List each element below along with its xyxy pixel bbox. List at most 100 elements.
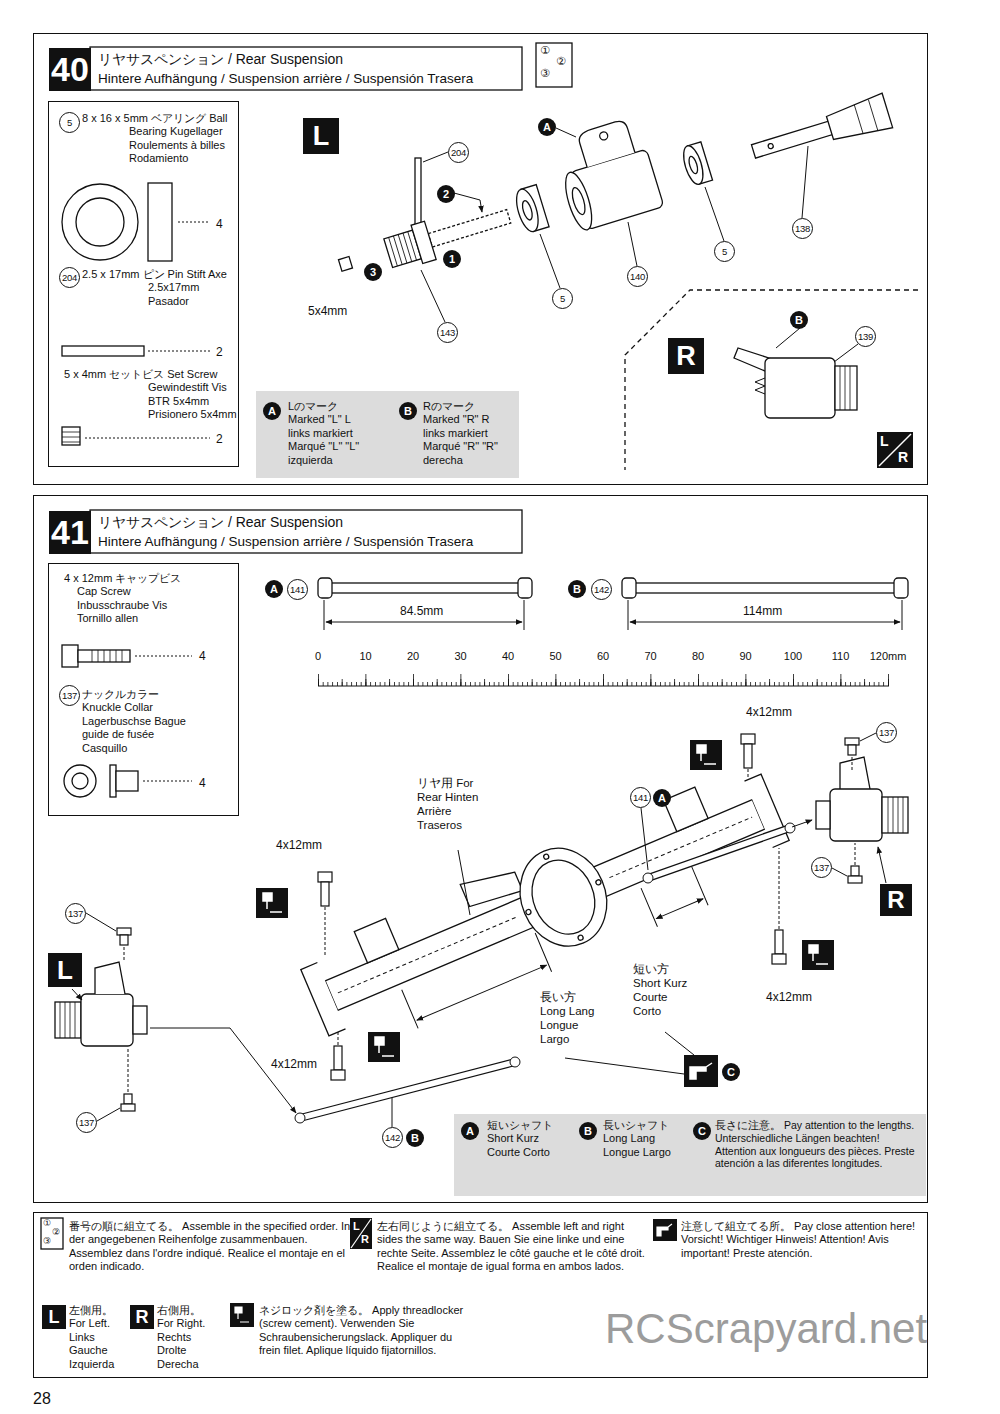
threadlock-icon — [230, 1303, 254, 1327]
axle-housing — [417, 965, 547, 1020]
quantity: 4 — [216, 217, 223, 232]
leader-line — [454, 193, 482, 212]
knuckle — [888, 797, 903, 833]
drive-shaft — [300, 1062, 515, 1118]
callout-number: 204 — [59, 267, 80, 288]
marker-letter: B — [790, 311, 808, 329]
side-marker: R — [880, 884, 912, 916]
drive-shaft — [295, 1113, 305, 1123]
step40-parts — [338, 257, 352, 272]
side-marker: R — [130, 1305, 154, 1329]
quantity: 4 — [199, 649, 206, 664]
step40-parts — [415, 158, 421, 226]
knuckle-collar — [848, 876, 862, 883]
note-text: 注意して組立てる所。 Pay close attention here! Vor… — [681, 1220, 921, 1260]
quantity: 2 — [216, 432, 223, 447]
cap-screw — [318, 872, 332, 882]
knuckle-collar — [845, 738, 859, 745]
dimension-label: 4x12mm — [271, 1057, 317, 1072]
divider-dashed — [625, 290, 918, 470]
threadlock-icon — [690, 740, 722, 770]
dimension-line — [324, 600, 902, 630]
knuckle-collar — [121, 1104, 135, 1111]
cap-screw — [318, 734, 786, 1080]
step40-parts — [768, 143, 774, 149]
ruler-scale — [318, 674, 889, 686]
axle-housing — [521, 850, 606, 943]
leader-line — [565, 1058, 684, 1074]
knuckle-collar — [117, 928, 131, 935]
step40-parts — [748, 93, 892, 168]
notice-icon — [690, 1063, 712, 1079]
ruler-scale — [318, 680, 889, 686]
shaft-drawing — [634, 583, 896, 593]
parts-drawing — [78, 650, 130, 662]
marker-letter: A — [263, 402, 281, 420]
leader-line — [325, 907, 326, 955]
marker-letter: A — [653, 789, 671, 807]
ruler-number: 100 — [771, 650, 815, 663]
part-name: 2.5 x 17mm ピン Pin Stift Axe 2.5x17mm Pas… — [82, 268, 237, 308]
callout-number: 5 — [714, 241, 735, 262]
step40-parts — [599, 131, 609, 141]
symbol-legend-box: 番号の順に組立てる。 Assemble in the specified ord… — [33, 1212, 928, 1378]
left-right-icon — [877, 432, 913, 468]
step40-parts — [411, 221, 436, 263]
callout-number: 142 — [591, 579, 612, 600]
notice-icon — [684, 1055, 718, 1087]
dimension-label: リヤ用 For Rear Hinten Arrière Traseros — [417, 776, 479, 832]
marker-letter: A — [461, 1122, 479, 1140]
threadlock-icon — [235, 1307, 249, 1322]
dimension-line — [324, 600, 902, 630]
axle-housing — [301, 963, 346, 1036]
dimension-label: 28 — [33, 1389, 51, 1409]
ruler-number: 120mm — [866, 650, 910, 663]
step40-parts — [570, 186, 588, 216]
step40-parts — [840, 366, 850, 410]
ruler-number: 80 — [676, 650, 720, 663]
leader-line — [834, 344, 858, 362]
title-frame — [90, 47, 522, 90]
axle-housing — [656, 899, 703, 919]
ruler-number: 40 — [486, 650, 530, 663]
callout-number: 139 — [855, 326, 876, 347]
dimension-label: 長い方 Long Lang Longue Largo — [540, 990, 595, 1046]
icon-glyph: L — [353, 1221, 360, 1232]
callout-number: 140 — [627, 266, 648, 287]
parts-drawing — [143, 781, 192, 782]
threadlock-icon — [256, 888, 288, 918]
knuckle — [882, 797, 908, 833]
leader-line — [458, 850, 470, 915]
drive-shaft — [295, 823, 795, 1123]
callout-number: 5 — [552, 288, 573, 309]
ruler-scale — [318, 679, 889, 686]
order-icon — [536, 43, 572, 87]
knuckle — [830, 789, 882, 841]
axle-housing — [354, 918, 399, 963]
axle-housing — [295, 759, 801, 1061]
knuckle — [816, 757, 908, 841]
threadlock-icon — [802, 940, 834, 970]
axle-housing — [595, 879, 602, 886]
icon-glyph: L — [880, 434, 889, 448]
leader-line — [423, 152, 448, 162]
leader-line — [779, 848, 780, 929]
cap-screw — [744, 744, 752, 768]
leader-line — [802, 146, 808, 218]
parts-drawing — [62, 427, 80, 445]
icon-glyph: ① — [540, 45, 550, 56]
leader-line — [392, 1098, 393, 1127]
drive-shaft — [643, 873, 653, 883]
ruler-number: 20 — [391, 650, 435, 663]
dimension-label: 84.5mm — [400, 604, 443, 619]
note-text: 番号の順に組立てる。 Assemble in the specified ord… — [69, 1220, 354, 1274]
knuckle-collar — [124, 1094, 132, 1104]
step40-parts — [560, 169, 597, 232]
leader-line — [792, 820, 812, 827]
marker-letter: C — [693, 1122, 711, 1140]
note-text: Lのマーク Marked "L" L links markiert Marqué… — [288, 400, 370, 467]
dimension-label: 4x12mm — [746, 705, 792, 720]
step40-parts — [512, 185, 549, 234]
axle-housing — [402, 867, 708, 1029]
